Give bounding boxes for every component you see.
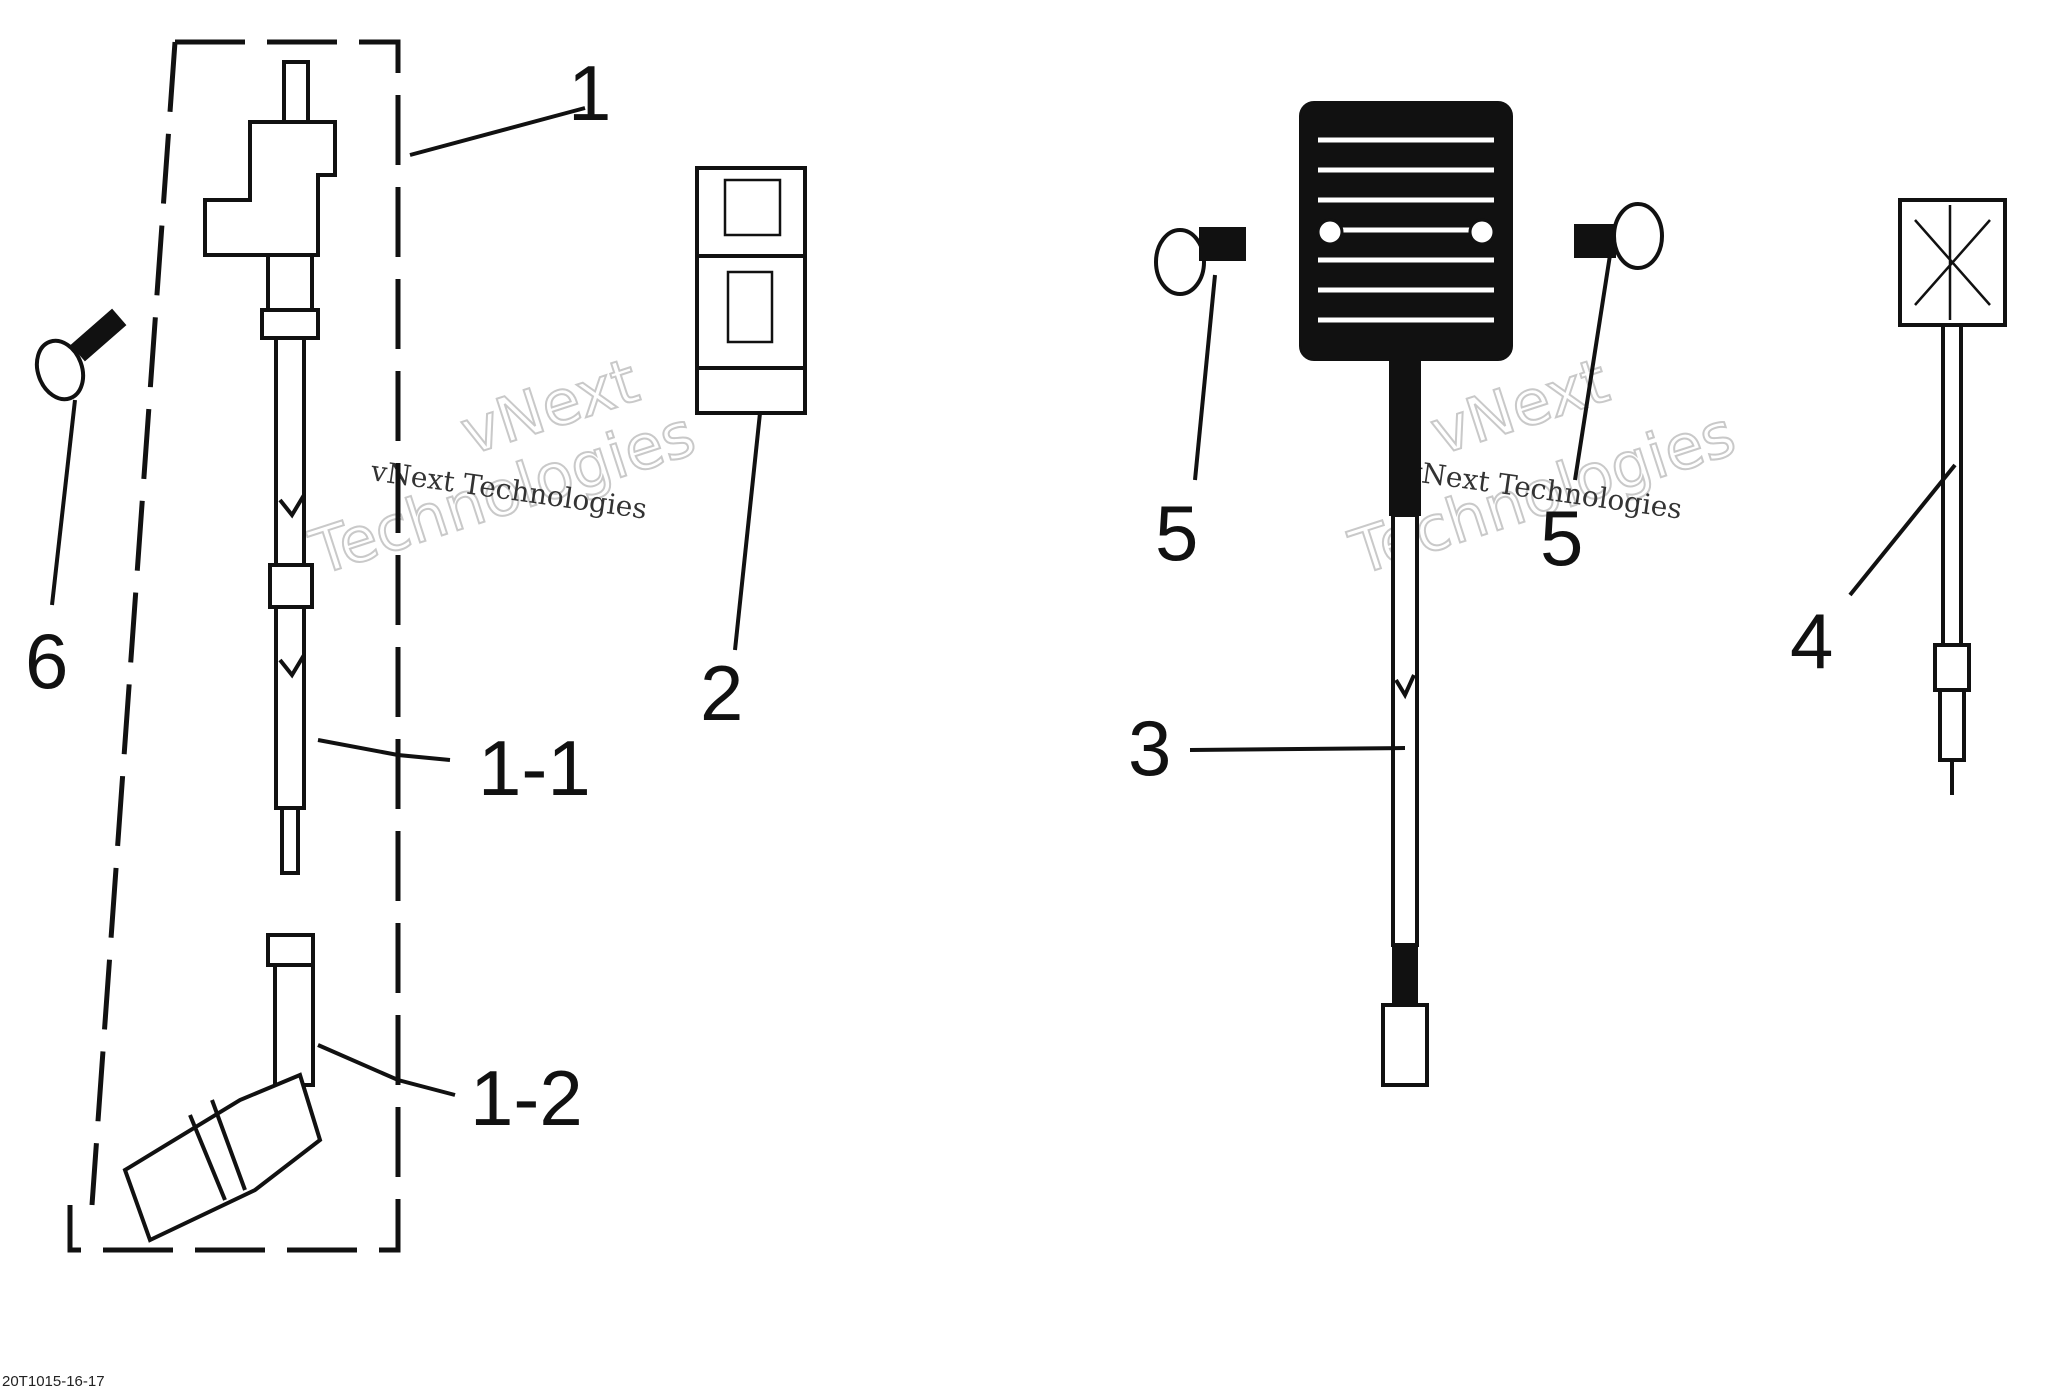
- relay-base: [695, 366, 807, 415]
- callout-1: 1: [568, 49, 611, 137]
- cable-end: [1392, 944, 1418, 1006]
- part-1-assembly: [203, 60, 337, 875]
- leader-4: [1848, 463, 1957, 597]
- figure-code: 20T1015-16-17: [2, 1373, 105, 1390]
- connector-block: [1898, 198, 2007, 327]
- watermark-left: vNext Technologies vNext Technologies: [300, 343, 704, 591]
- connector-detail: [1914, 205, 1991, 320]
- part-6-bolt: [34, 308, 127, 402]
- callout-6: 6: [25, 617, 68, 705]
- leader-3: [1189, 746, 1406, 752]
- part-2-relay: [695, 166, 807, 415]
- cap-body: [273, 963, 315, 1087]
- wire-tick: [278, 493, 306, 519]
- leader-1: [409, 106, 586, 157]
- bolt-head: [1612, 202, 1664, 270]
- cap-boot: [122, 1072, 323, 1243]
- leader-6: [50, 399, 77, 606]
- mount-hole: [1468, 218, 1496, 246]
- dashed-outline-left: [89, 41, 178, 1206]
- connector: [1381, 1003, 1429, 1087]
- callout-5-left: 5: [1155, 489, 1198, 577]
- leader-2: [733, 412, 762, 651]
- callout-4: 4: [1790, 597, 1833, 685]
- bolt-shank: [70, 308, 127, 362]
- terminal-top: [282, 60, 310, 124]
- part-5-bolt-right: [1574, 202, 1664, 270]
- bolt-head: [34, 338, 86, 402]
- leader-1-2: [317, 1043, 456, 1097]
- harness-wire: [1941, 323, 1963, 647]
- coil-neck: [266, 253, 314, 312]
- coil-collar: [260, 308, 320, 340]
- wire-boot: [1933, 643, 1971, 692]
- wire-tick: [1394, 674, 1416, 700]
- part-4-harness: [1898, 198, 2007, 795]
- cable-upper: [1389, 359, 1421, 516]
- leader-5-left: [1193, 274, 1217, 481]
- dashed-outline: [67, 39, 401, 1253]
- wire-tick: [278, 653, 306, 679]
- cap-top: [266, 933, 315, 967]
- relay-top: [695, 166, 807, 258]
- leader-1-1: [317, 738, 451, 762]
- relay-window: [726, 270, 774, 344]
- leader-lines: [50, 106, 1957, 1097]
- callout-1-1: 1-1: [478, 724, 591, 812]
- coil-housing: [203, 120, 337, 257]
- callout-2: 2: [700, 649, 743, 737]
- bolt-shank: [1574, 224, 1616, 258]
- callout-5-right: 5: [1540, 494, 1583, 582]
- part-5-bolt-left: [1154, 227, 1246, 296]
- lead-end: [280, 806, 300, 875]
- mount-hole: [1316, 218, 1344, 246]
- wire-clip: [268, 563, 314, 609]
- assembly-boundary: [67, 39, 401, 1253]
- boot-ribs: [188, 1099, 247, 1201]
- cable-lower: [1391, 513, 1419, 947]
- callout-3: 3: [1128, 704, 1171, 792]
- heatsink-fins: [1318, 137, 1494, 323]
- relay-body: [695, 254, 807, 370]
- leader-5-right: [1573, 254, 1612, 481]
- bolt-head: [1154, 228, 1206, 296]
- bolt-shank: [1199, 227, 1246, 261]
- relay-terminals: [723, 178, 782, 237]
- callout-1-2: 1-2: [470, 1054, 583, 1142]
- wire-terminal: [1938, 688, 1966, 762]
- part-3-regulator: [1299, 101, 1513, 1087]
- callouts: 1 1-1 1-2 2 3 4 5 5 6: [25, 49, 1833, 1142]
- part-1-2-plug-cap: [122, 933, 323, 1243]
